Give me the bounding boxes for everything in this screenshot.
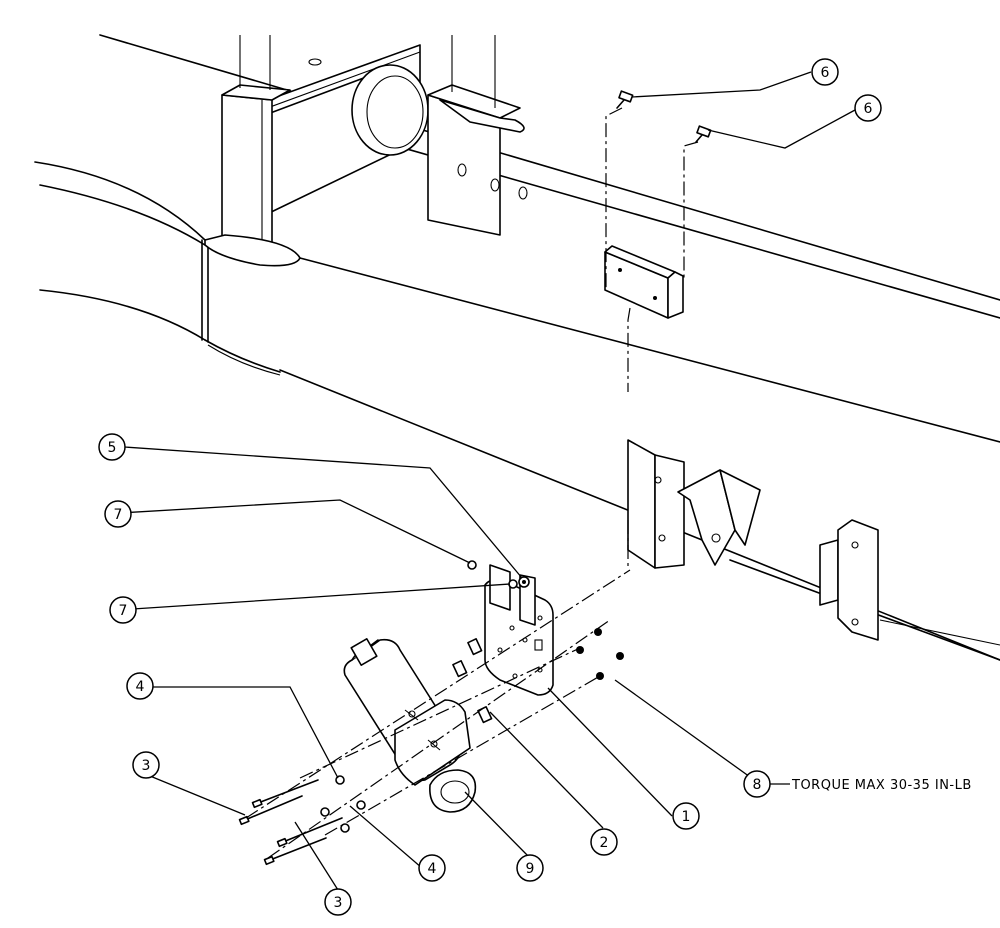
callout-4b-label: 4: [428, 861, 437, 877]
callout-1: 1: [672, 802, 700, 830]
leader-lines: [117, 71, 856, 891]
callout-7b-label: 7: [119, 603, 128, 619]
callout-7a-label: 7: [114, 507, 123, 523]
callout-6b: 6: [854, 94, 882, 122]
nut-item-7b: [508, 579, 518, 589]
v-bracket: [677, 469, 761, 566]
callout-6b-label: 6: [864, 101, 873, 117]
nuts-item-8: [576, 628, 624, 680]
callout-8: 8: [743, 770, 771, 798]
screws-item-3: [238, 779, 343, 866]
washers-item-4: [320, 775, 366, 833]
angle-bracket-left: [627, 439, 685, 569]
left-upright-post: [204, 35, 301, 267]
callout-7b: 7: [109, 596, 137, 624]
callout-4a-label: 4: [136, 679, 145, 695]
assembly-path-lines: [245, 107, 699, 859]
cross-member: [239, 44, 429, 216]
callout-4a: 4: [126, 672, 154, 700]
callout-2-label: 2: [600, 835, 609, 851]
callout-9: 9: [516, 854, 544, 882]
callout-2: 2: [590, 828, 618, 856]
callout-3b-label: 3: [334, 895, 343, 911]
callout-3b: 3: [324, 888, 352, 916]
callout-5: 5: [98, 433, 126, 461]
u-bracket: [604, 245, 684, 319]
mount-bracket-plate: [427, 35, 528, 236]
callout-7a: 7: [104, 500, 132, 528]
callout-4b: 4: [418, 854, 446, 882]
callout-1-label: 1: [682, 809, 691, 825]
lower-frame-rail: [34, 161, 281, 376]
angle-bracket-right: [819, 519, 879, 641]
callout-3a-label: 3: [142, 758, 151, 774]
callout-9-label: 9: [526, 861, 535, 877]
motor-item-9: [343, 638, 477, 813]
callout-6a: 6: [811, 58, 839, 86]
switch-bracket: [489, 564, 536, 626]
callout-5-label: 5: [108, 440, 117, 456]
callout-3a: 3: [132, 751, 160, 779]
bolt-item-6b: [695, 125, 712, 143]
torque-note: TORQUE MAX 30-35 IN-LB: [791, 778, 972, 793]
callout-6a-label: 6: [821, 65, 830, 81]
callout-8-label: 8: [753, 777, 762, 793]
bolt-item-6a: [616, 90, 634, 109]
